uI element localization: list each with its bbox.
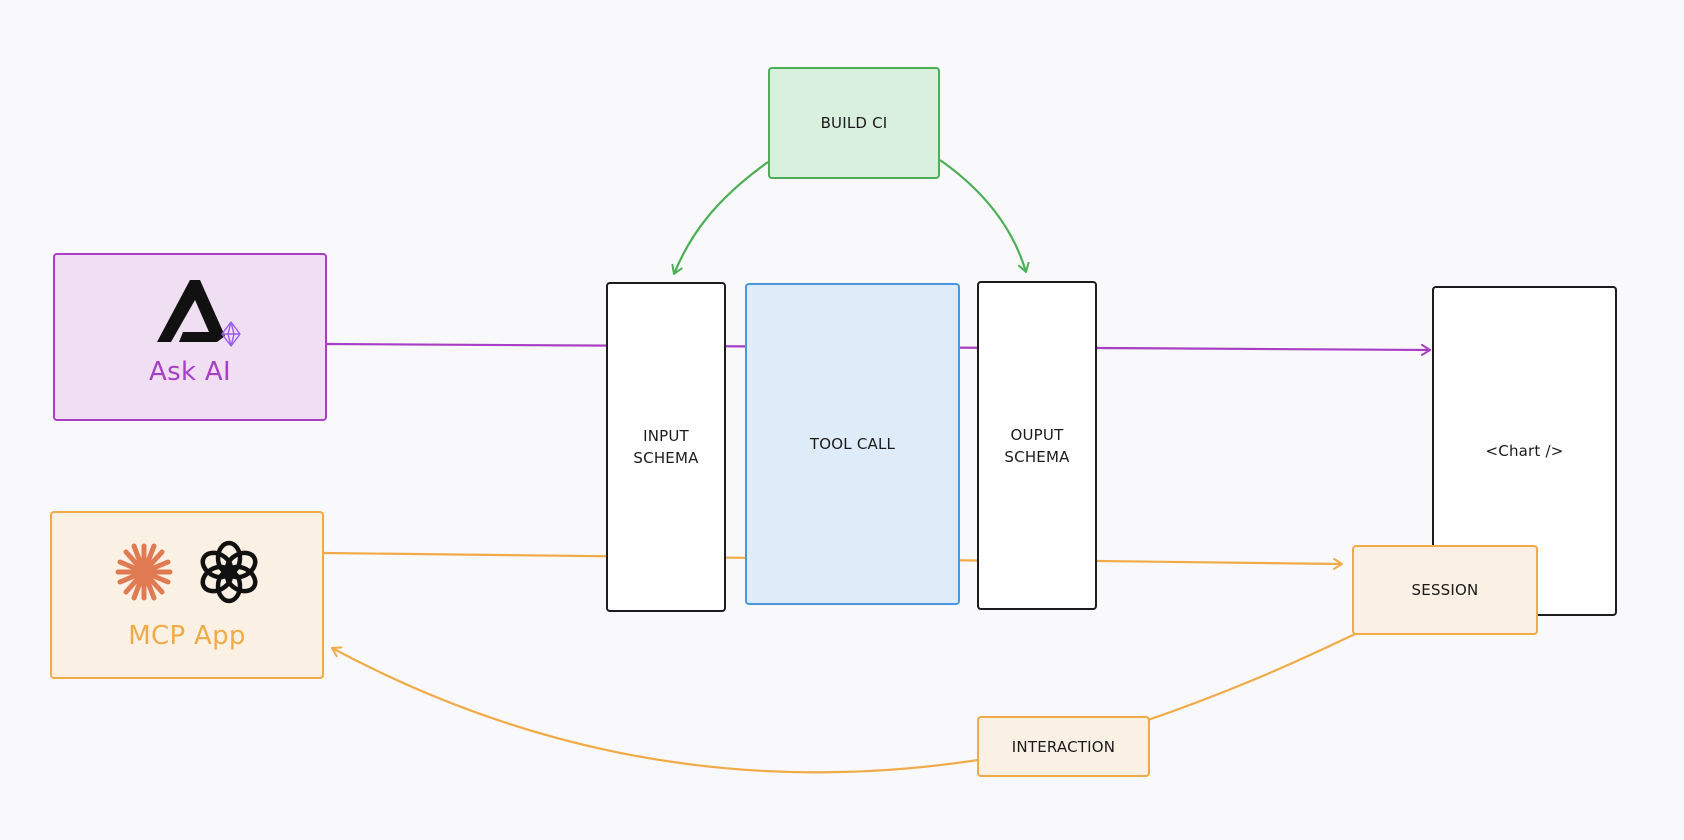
ask-ai-source-box[interactable]: Ask AI (53, 253, 327, 421)
diamond-icon (220, 321, 242, 347)
input-schema-node[interactable]: INPUT SCHEMA (606, 282, 726, 612)
mcp-app-label: MCP App (128, 621, 246, 651)
interaction-to-mcp-arrow (331, 646, 979, 774)
chart-label: <Chart /> (1485, 442, 1564, 460)
session-node[interactable]: SESSION (1352, 545, 1538, 635)
interaction-node[interactable]: INTERACTION (977, 716, 1150, 777)
tool-call-label: TOOL CALL (809, 435, 896, 453)
mcp-app-source-box[interactable]: MCP App (50, 511, 324, 679)
claude-starburst-icon (112, 540, 176, 604)
mcp-app-icon-row (112, 539, 262, 605)
triangle-logo-icon (153, 278, 227, 344)
build-ci-label: BUILD CI (820, 114, 888, 132)
build-ci-to-output-arrow (939, 159, 1030, 273)
build-ci-node[interactable]: BUILD CI (768, 67, 940, 179)
output-schema-node[interactable]: OUPUT SCHEMA (977, 281, 1097, 610)
input-schema-label: INPUT SCHEMA (633, 427, 699, 467)
ask-ai-label: Ask AI (149, 357, 231, 387)
ask-ai-to-chart-arrow (1096, 343, 1431, 356)
output-schema-label: OUPUT SCHEMA (1004, 425, 1070, 466)
interaction-label: INTERACTION (1011, 737, 1116, 756)
tool-call-node[interactable]: TOOL CALL (745, 283, 960, 605)
ask-ai-icon-row (140, 277, 242, 347)
openai-knot-icon (196, 539, 262, 605)
build-ci-to-input-arrow (671, 161, 769, 275)
mcp-to-session-arrow (1096, 557, 1343, 570)
session-label: SESSION (1411, 581, 1479, 599)
session-to-interaction-line (1147, 633, 1356, 722)
